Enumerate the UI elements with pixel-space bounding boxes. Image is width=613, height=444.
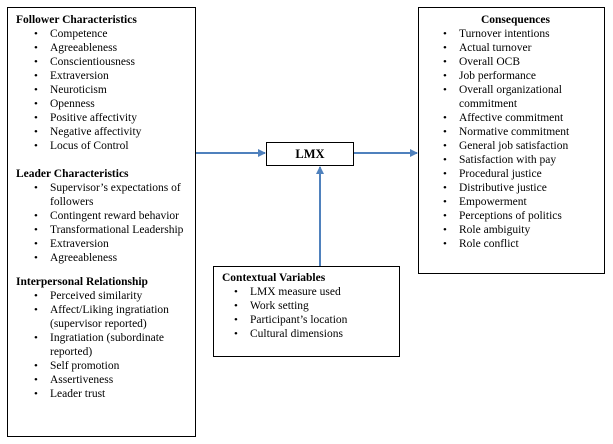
list-item: Participant’s location (222, 313, 399, 327)
list-item: Role ambiguity (419, 223, 604, 237)
antecedents-box: Follower Characteristics Competence Agre… (7, 7, 196, 437)
list-item: Agreeableness (16, 41, 195, 55)
list-item: Procedural justice (419, 167, 604, 181)
consequences-list: Turnover intentions Actual turnover Over… (419, 27, 604, 251)
list-item: Conscientiousness (16, 55, 195, 69)
consequences-heading: Consequences (480, 14, 550, 26)
leader-characteristics-list: Supervisor’s expectations of followers C… (16, 181, 195, 265)
consequences-box: Consequences Turnover intentions Actual … (418, 7, 605, 274)
follower-characteristics-list: Competence Agreeableness Conscientiousne… (16, 27, 195, 153)
list-item: Competence (16, 27, 195, 41)
list-item: Overall OCB (419, 55, 604, 69)
list-item: Extraversion (16, 69, 195, 83)
list-item: Agreeableness (16, 251, 195, 265)
list-item: Turnover intentions (419, 27, 604, 41)
list-item: Assertiveness (16, 373, 195, 387)
list-item: Empowerment (419, 195, 604, 209)
leader-characteristics-heading: Leader Characteristics (16, 168, 129, 180)
contextual-variables-box: Contextual Variables LMX measure used Wo… (213, 266, 400, 357)
interpersonal-relationship-section: Interpersonal Relationship Perceived sim… (16, 275, 195, 401)
lmx-label: LMX (295, 146, 325, 161)
list-item: Overall organizational commitment (419, 83, 604, 111)
list-item: Negative affectivity (16, 125, 195, 139)
list-item: Perceptions of politics (419, 209, 604, 223)
list-item: Neuroticism (16, 83, 195, 97)
list-item: Supervisor’s expectations of followers (16, 181, 195, 209)
interpersonal-relationship-heading: Interpersonal Relationship (16, 276, 148, 288)
lmx-box: LMX (266, 142, 354, 166)
list-item: Job performance (419, 69, 604, 83)
leader-characteristics-section: Leader Characteristics Supervisor’s expe… (16, 167, 195, 265)
list-item: Openness (16, 97, 195, 111)
list-item: Role conflict (419, 237, 604, 251)
list-item: Distributive justice (419, 181, 604, 195)
list-item: Positive affectivity (16, 111, 195, 125)
contextual-variables-heading: Contextual Variables (222, 272, 326, 284)
list-item: Cultural dimensions (222, 327, 399, 341)
list-item: Work setting (222, 299, 399, 313)
list-item: Affective commitment (419, 111, 604, 125)
list-item: LMX measure used (222, 285, 399, 299)
list-item: Perceived similarity (16, 289, 195, 303)
list-item: Ingratiation (subordinate reported) (16, 331, 195, 359)
list-item: Locus of Control (16, 139, 195, 153)
list-item: Leader trust (16, 387, 195, 401)
list-item: General job satisfaction (419, 139, 604, 153)
interpersonal-relationship-list: Perceived similarity Affect/Liking ingra… (16, 289, 195, 401)
follower-characteristics-section: Follower Characteristics Competence Agre… (16, 13, 195, 153)
list-item: Normative commitment (419, 125, 604, 139)
follower-characteristics-heading: Follower Characteristics (16, 14, 137, 26)
list-item: Extraversion (16, 237, 195, 251)
list-item: Actual turnover (419, 41, 604, 55)
list-item: Self promotion (16, 359, 195, 373)
list-item: Satisfaction with pay (419, 153, 604, 167)
contextual-variables-list: LMX measure used Work setting Participan… (222, 285, 399, 341)
list-item: Contingent reward behavior (16, 209, 195, 223)
list-item: Transformational Leadership (16, 223, 195, 237)
list-item: Affect/Liking ingratiation (supervisor r… (16, 303, 195, 331)
